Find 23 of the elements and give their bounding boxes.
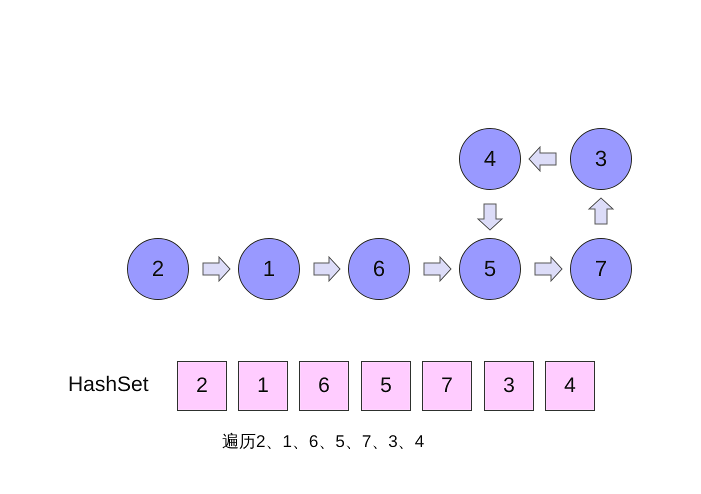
set-element-box: 3 [484,361,534,411]
set-element-box: 6 [299,361,349,411]
node-circle: 4 [459,128,521,190]
set-element-box: 4 [545,361,595,411]
set-element-box: 7 [422,361,472,411]
node-circle: 1 [238,238,300,300]
block-arrow [202,256,231,282]
block-arrow [314,256,341,282]
block-arrow [528,146,556,172]
block-arrow [534,256,563,282]
node-circle: 7 [570,238,632,300]
node-circle: 3 [570,128,632,190]
node-circle: 6 [348,238,410,300]
traversal-note: 遍历2、1、6、5、7、3、4 [222,431,424,453]
block-arrow [588,197,614,224]
node-circle: 5 [459,238,521,300]
block-arrow [424,256,452,282]
set-element-box: 2 [177,361,227,411]
set-element-box: 5 [361,361,411,411]
node-circle: 2 [127,238,189,300]
set-element-box: 1 [238,361,288,411]
block-arrow [476,204,504,231]
set-label: HashSet [68,373,149,397]
